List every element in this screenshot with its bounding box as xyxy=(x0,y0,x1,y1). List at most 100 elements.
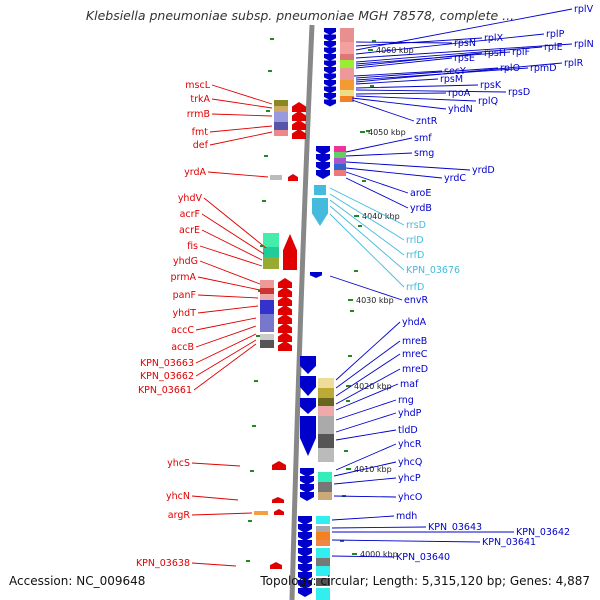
gene-label-rplp-1: rplP xyxy=(546,29,565,40)
annot-mre-2 xyxy=(318,398,334,406)
connector-right-40 xyxy=(335,443,397,471)
annot-mid-1 xyxy=(334,152,346,158)
rev-arrow-top-9 xyxy=(324,86,336,94)
tick-dash-right-7 xyxy=(348,355,352,357)
annot-yhc-0 xyxy=(318,472,332,482)
tick-dash-right-2 xyxy=(366,130,370,132)
gene-label-aroe-24: aroE xyxy=(410,188,431,199)
connector-right-7 xyxy=(355,52,483,67)
connector-right-30 xyxy=(329,213,405,288)
gene-label-rpsk-14: rpsK xyxy=(480,80,502,91)
gene-label-rple-5: rplE xyxy=(544,42,563,53)
tick-dash-right-8 xyxy=(346,400,350,402)
rrna-block-1 xyxy=(314,185,326,195)
annot-mid-2 xyxy=(334,158,346,164)
annot-bottom-4 xyxy=(316,548,330,558)
rev-arrow-top-10 xyxy=(324,93,336,100)
annot-acc-1 xyxy=(260,288,274,294)
connector-right-34 xyxy=(335,353,401,397)
fwd-arrow-acc-7 xyxy=(278,341,292,351)
annot-argR xyxy=(254,511,268,515)
connector-right-39 xyxy=(335,429,397,441)
rev-arrow-yhc-1 xyxy=(300,476,314,485)
rev-arrow-mre-2 xyxy=(300,376,316,396)
connector-left-5 xyxy=(207,171,269,178)
gene-label-envr-31: envR xyxy=(404,295,428,306)
tick-dash-left-2 xyxy=(266,110,270,112)
gene-label-kpn_03662: KPN_03662 xyxy=(140,371,194,382)
fwd-arrow-1-2 xyxy=(292,120,306,130)
gene-label-yhdg: yhdG xyxy=(173,256,198,267)
connector-left-21 xyxy=(191,512,253,516)
gene-label-rrfd-30: rrfD xyxy=(406,282,424,293)
connector-left-15 xyxy=(195,325,257,348)
label-connectors xyxy=(191,8,573,567)
accession-text: Accession: NC_009648 xyxy=(9,574,146,588)
rev-arrow-mre-4 xyxy=(300,416,316,456)
connector-right-33 xyxy=(335,340,401,389)
connector-right-42 xyxy=(333,477,397,485)
gene-label-kpn_03661: KPN_03661 xyxy=(138,385,192,396)
annot-mre-0 xyxy=(318,378,334,388)
gene-label-yhdp-38: yhdP xyxy=(398,408,422,419)
connector-left-18 xyxy=(193,343,257,391)
gene-label-yhcs: yhcS xyxy=(167,458,190,469)
gene-label-yrda: yrdA xyxy=(184,167,206,178)
tick-dash-left-0 xyxy=(270,38,274,40)
connector-right-22 xyxy=(345,161,471,171)
fwd-arrow-acc-4 xyxy=(278,314,292,324)
annot-left1-0 xyxy=(274,100,288,106)
annot-bottom-3 xyxy=(316,540,330,546)
gene-label-panf: panF xyxy=(173,290,196,301)
annot-top-5 xyxy=(340,80,354,90)
annot-yhc-2 xyxy=(318,492,332,500)
gene-label-rng-37: rng xyxy=(398,395,414,406)
connector-right-8 xyxy=(355,57,453,69)
annot-bottom-0 xyxy=(316,516,330,524)
connector-left-11 xyxy=(197,276,261,291)
gene-label-yhdt: yhdT xyxy=(173,308,197,319)
gene-label-yrdc-23: yrdC xyxy=(444,173,466,184)
connector-right-4 xyxy=(355,37,483,47)
tick-mark-0 xyxy=(368,49,373,51)
gene-label-kpn_03640-48: KPN_03640 xyxy=(396,552,450,563)
gene-label-rpln-2: rplN xyxy=(574,39,594,50)
connector-right-47 xyxy=(331,539,481,543)
gene-label-kpn_03643-45: KPN_03643 xyxy=(428,522,482,533)
gene-label-acre: acrE xyxy=(179,225,200,236)
gene-label-trka: trkA xyxy=(190,94,210,105)
tick-dash-right-6 xyxy=(350,310,354,312)
tick-dash-left-8 xyxy=(254,380,258,382)
connector-right-44 xyxy=(331,515,395,521)
connector-left-14 xyxy=(195,317,257,331)
connector-right-5 xyxy=(355,46,543,63)
tick-dash-right-3 xyxy=(362,180,366,182)
connector-right-14 xyxy=(355,84,479,89)
gene-label-rpsh-7: rpsH xyxy=(484,48,506,59)
tick-dash-left-3 xyxy=(264,155,268,157)
connector-right-19 xyxy=(351,99,415,122)
gene-label-rplf-6: rplF xyxy=(512,47,530,58)
gene-label-rrmb: rrmB xyxy=(187,109,210,120)
fwd-arrow-yrdA xyxy=(288,174,298,181)
gene-label-secy-9: secY xyxy=(444,66,466,77)
connector-right-48 xyxy=(331,555,395,558)
annot-acr-2 xyxy=(263,257,279,269)
connector-right-10 xyxy=(355,67,499,79)
gene-label-rpmd-11: rpmD xyxy=(530,63,557,74)
fwd-arrow-acc-5 xyxy=(278,323,292,333)
annot-mid-0 xyxy=(334,146,346,152)
connector-left-2 xyxy=(211,113,273,117)
rev-arrow-bottom-3 xyxy=(298,540,312,549)
connector-left-13 xyxy=(197,305,259,314)
annot-acc-6 xyxy=(260,340,274,348)
annot-top-7 xyxy=(340,96,354,102)
connector-left-12 xyxy=(197,294,259,299)
gene-label-yhcn: yhcN xyxy=(166,491,190,502)
connector-right-3 xyxy=(355,41,453,44)
connector-right-15 xyxy=(355,89,507,93)
annot-acc-3 xyxy=(260,300,274,314)
tick-dash-right-9 xyxy=(344,450,348,452)
